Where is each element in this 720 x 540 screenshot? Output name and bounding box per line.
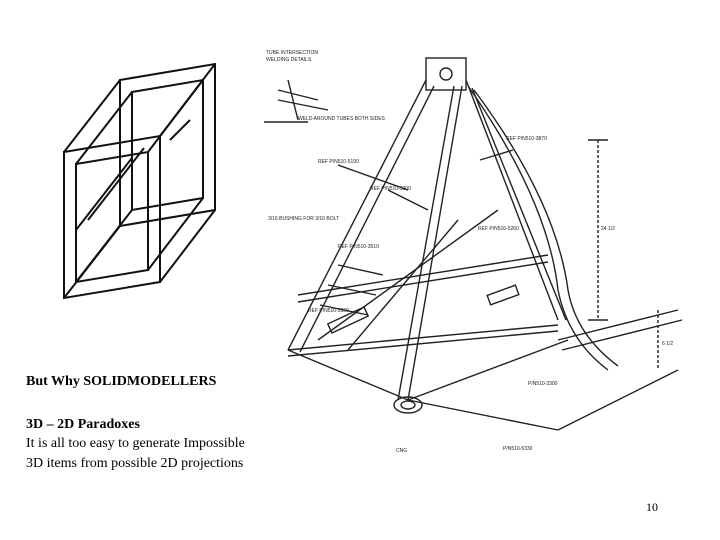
ref-label: REF P/N510-3200 bbox=[370, 186, 411, 192]
body-line-2: 3D items from possible 2D projections bbox=[26, 456, 244, 471]
box-edge bbox=[169, 119, 191, 141]
actuator-cylinder bbox=[326, 306, 370, 334]
frame-tube bbox=[297, 261, 549, 303]
frame-tube bbox=[287, 324, 559, 351]
frame-tube bbox=[467, 85, 609, 371]
frame-tube bbox=[317, 209, 499, 341]
box-edge bbox=[147, 197, 204, 271]
dimension-side: 6 1/2 bbox=[662, 341, 673, 347]
ref-label: REF P/N510-3510 bbox=[338, 244, 379, 250]
box-back-inner bbox=[131, 78, 204, 212]
slide-title: But Why SOLIDMODELLERS bbox=[26, 374, 217, 389]
detail-leader bbox=[287, 79, 299, 121]
frame-tube bbox=[465, 79, 559, 321]
impossible-box-figure bbox=[63, 62, 216, 300]
frame-tube bbox=[397, 85, 455, 401]
label-leader bbox=[479, 149, 514, 161]
apex-fitting bbox=[425, 57, 467, 91]
box-edge bbox=[87, 147, 145, 221]
ref-label: REF P/N510-3300 bbox=[308, 308, 349, 314]
body-line-1: It is all too easy to generate Impossibl… bbox=[26, 436, 245, 451]
frame-tube bbox=[287, 349, 409, 401]
frame-tube bbox=[471, 87, 567, 321]
frame-rung bbox=[319, 304, 369, 316]
technical-frame-drawing: TUBE INTERSECTION WELDING DETAILS WELD A… bbox=[264, 50, 683, 454]
label-leader bbox=[387, 189, 429, 211]
bushing-label: 3/16 BUSHING FOR 3/16 BOLT bbox=[268, 216, 339, 222]
ref-label: P/N510-3300 bbox=[528, 381, 558, 387]
detail-leader bbox=[277, 89, 319, 101]
page-number: 10 bbox=[646, 500, 658, 514]
slide-subtitle: 3D – 2D Paradoxes bbox=[26, 417, 140, 432]
frame-tube bbox=[287, 330, 559, 357]
frame-tube bbox=[557, 369, 679, 431]
base-fitting-hole bbox=[400, 400, 416, 410]
frame-rung bbox=[327, 284, 377, 296]
detail-subtitle: WELDING DETAILS bbox=[266, 57, 312, 63]
actuator-cylinder bbox=[486, 284, 520, 306]
frame-tube bbox=[407, 399, 559, 431]
box-edge bbox=[63, 79, 121, 153]
box-edge bbox=[75, 209, 133, 283]
base-fitting bbox=[393, 396, 423, 414]
frame-tube bbox=[407, 339, 569, 401]
frame-tube bbox=[297, 254, 549, 296]
detail-title: TUBE INTERSECTION bbox=[266, 50, 318, 56]
frame-tube bbox=[347, 219, 459, 351]
ref-label: REF P/N510-5260 bbox=[478, 226, 519, 232]
cng-label: CNG bbox=[396, 448, 407, 454]
box-edge bbox=[159, 209, 216, 283]
weld-note: WELD AROUND TUBES BOTH SIDES bbox=[298, 116, 386, 122]
box-edge bbox=[75, 91, 133, 165]
frame-tube bbox=[561, 319, 683, 351]
label-leader bbox=[337, 164, 409, 191]
apex-hole bbox=[439, 67, 453, 81]
ref-label: REF P/N510-3870 bbox=[506, 136, 547, 142]
dimension-height: 24 1/2 bbox=[601, 226, 615, 232]
frame-tube bbox=[299, 85, 435, 353]
detail-leader bbox=[277, 99, 329, 111]
frame-tube bbox=[473, 89, 619, 367]
box-edge bbox=[75, 157, 133, 231]
frame-tube bbox=[407, 85, 463, 401]
box-edge bbox=[147, 79, 204, 153]
frame-tube bbox=[287, 79, 427, 351]
frame-rung bbox=[337, 264, 384, 276]
ref-label: P/N510-5330 bbox=[503, 446, 533, 452]
ref-label: REF P/N510-5190 bbox=[318, 159, 359, 165]
